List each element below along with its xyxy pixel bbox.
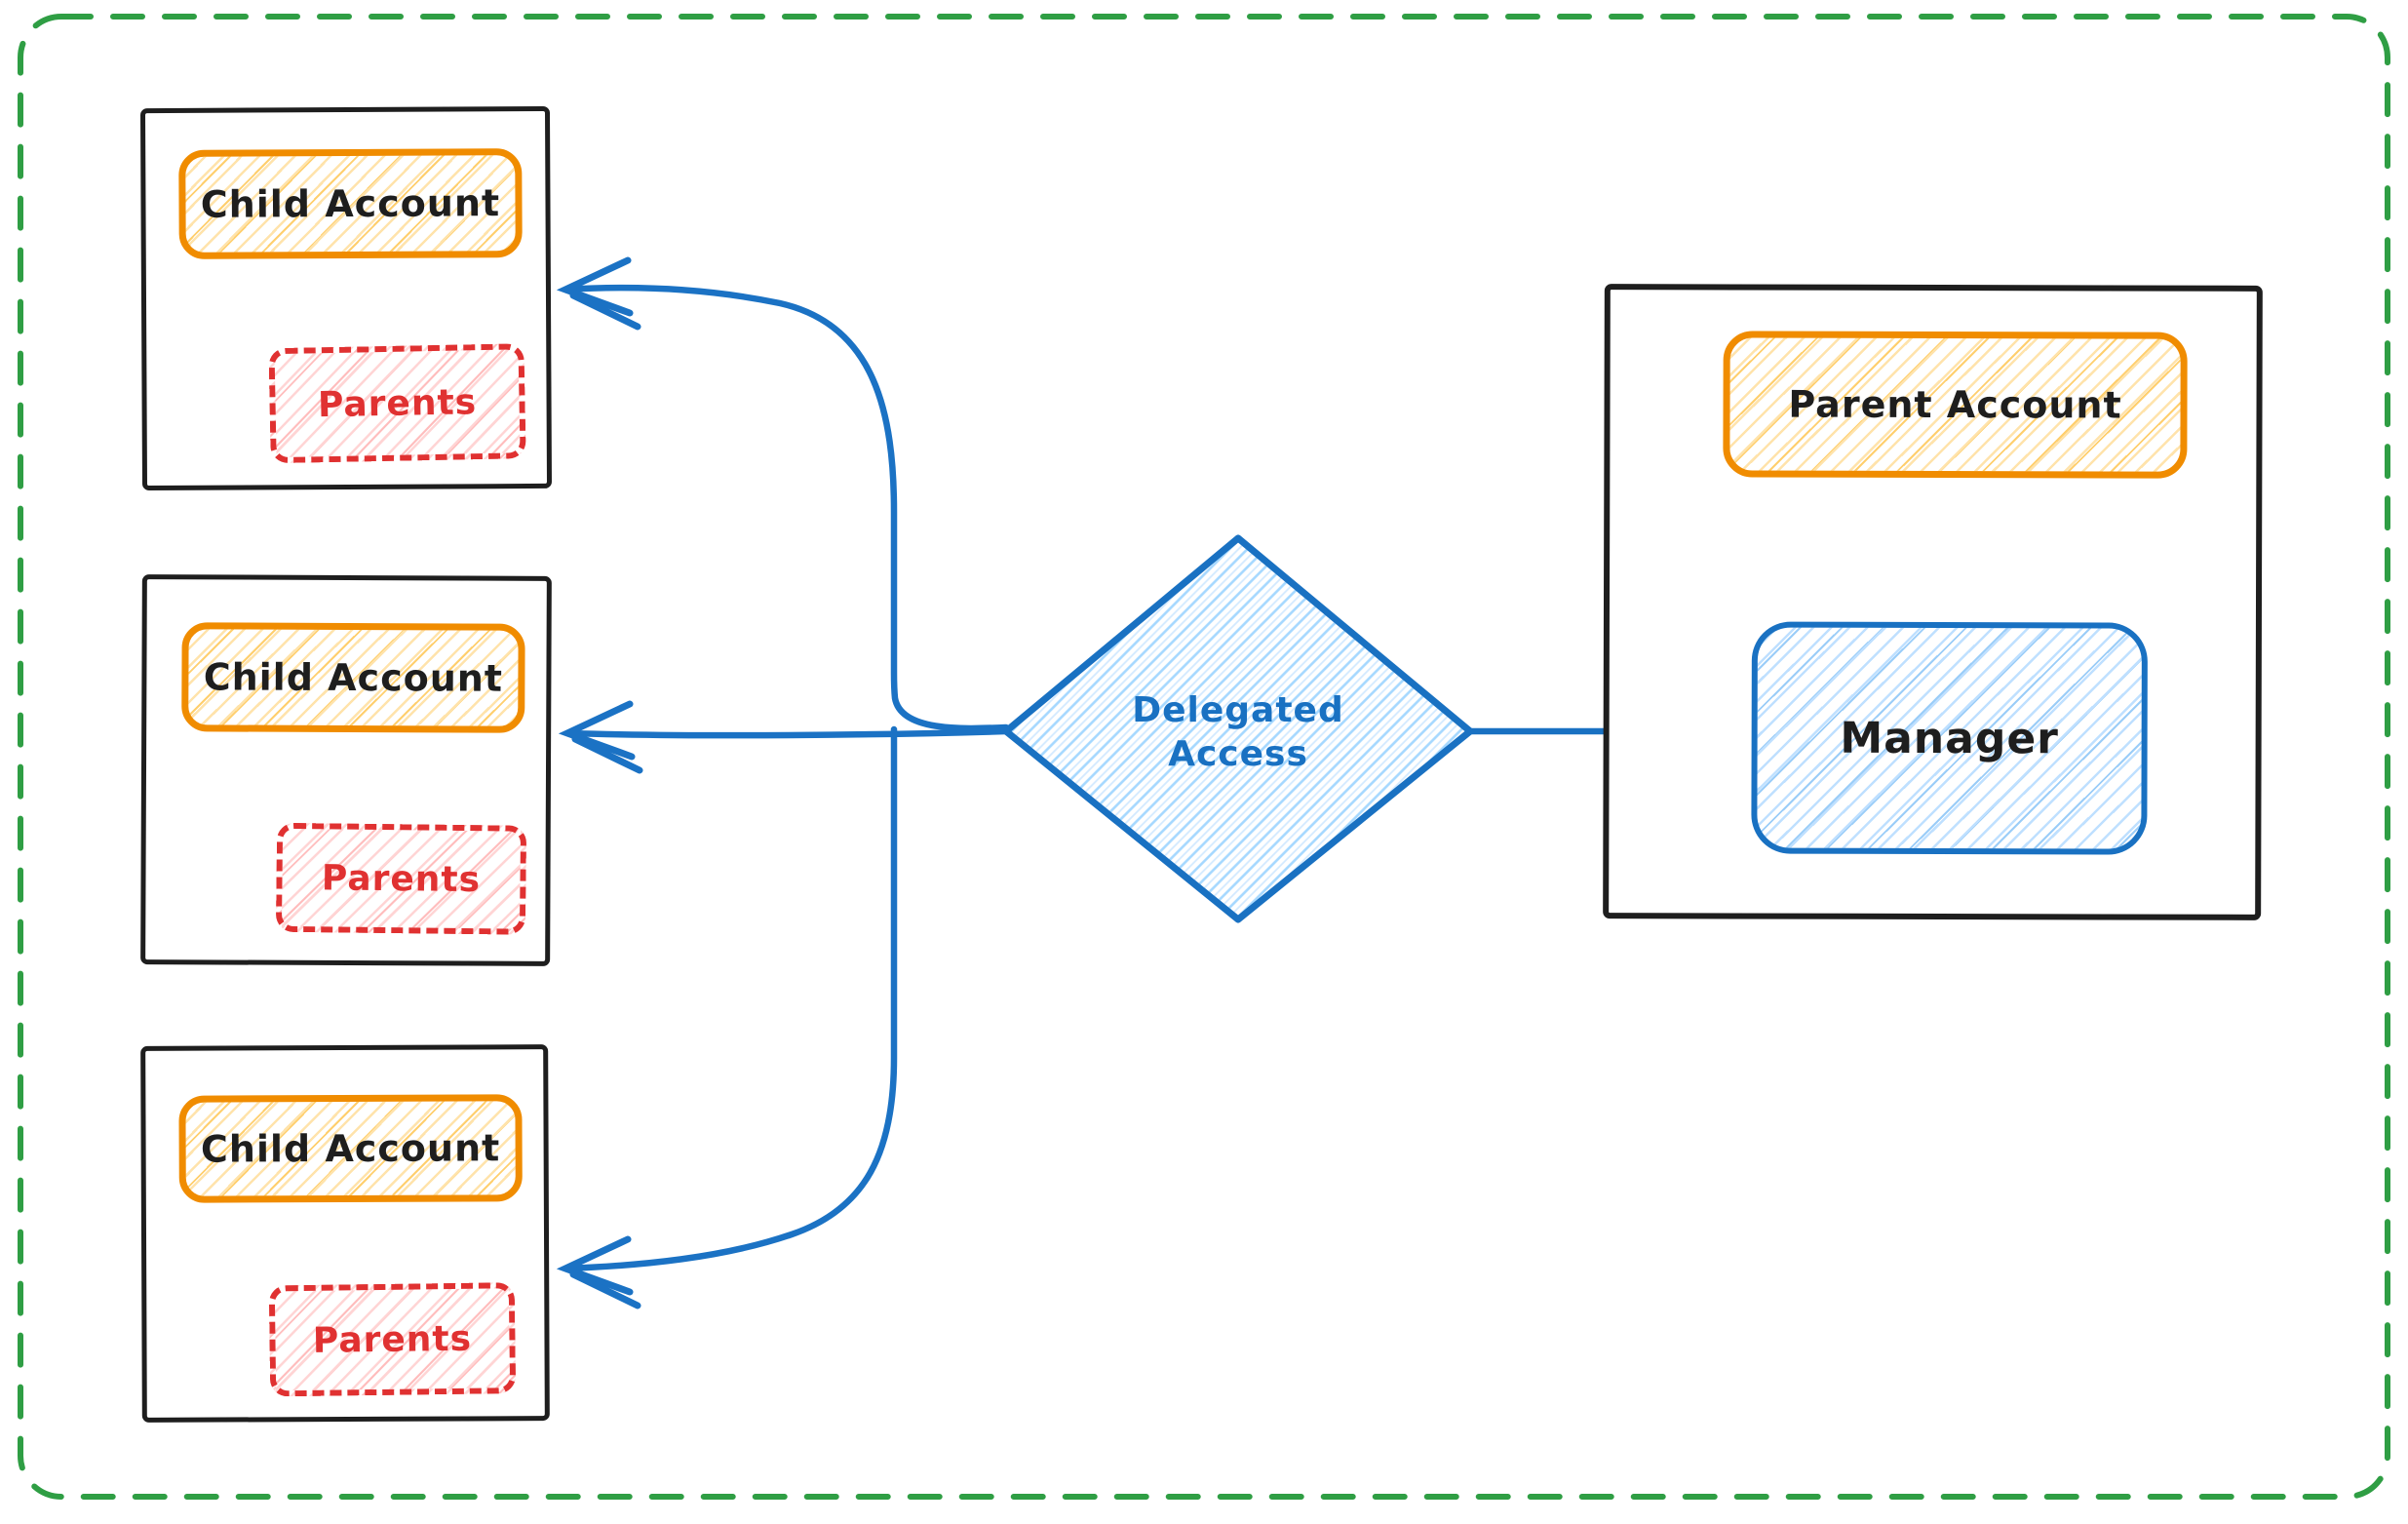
parent-account-label[interactable]: Parent Account: [1723, 331, 2188, 479]
child-account-label-3[interactable]: Child Account: [178, 1094, 523, 1203]
child-account-box-2[interactable]: Child Account Parents: [140, 574, 552, 966]
parents-label-1-text: Parents: [317, 381, 478, 425]
child-account-box-3[interactable]: Child Account Parents: [140, 1044, 550, 1423]
parent-account-label-text: Parent Account: [1788, 382, 2122, 427]
child-account-label-2[interactable]: Child Account: [181, 622, 525, 733]
parents-label-3-text: Parents: [312, 1318, 473, 1361]
child-account-label-3-text: Child Account: [200, 1126, 501, 1171]
parent-account-box[interactable]: Parent Account Manager: [1603, 284, 2263, 920]
arrow-to-child-1[interactable]: [556, 256, 1010, 732]
parents-box-1[interactable]: Parents: [268, 343, 526, 464]
child-account-label-1[interactable]: Child Account: [178, 148, 523, 259]
parents-label-2-text: Parents: [321, 857, 482, 900]
child-account-box-1[interactable]: Child Account Parents: [139, 105, 553, 491]
parents-box-3[interactable]: Parents: [268, 1282, 517, 1397]
manager-box[interactable]: Manager: [1751, 621, 2148, 855]
child-account-label-2-text: Child Account: [203, 655, 504, 700]
arrow-to-child-2[interactable]: [558, 700, 1010, 774]
green-dashed-border[interactable]: [18, 14, 2390, 1500]
arrow-to-child-3[interactable]: [556, 725, 898, 1309]
manager-label-text: Manager: [1840, 713, 2059, 763]
delegated-access-diamond[interactable]: [1002, 534, 1474, 923]
parents-box-2[interactable]: Parents: [275, 822, 527, 935]
child-account-label-1-text: Child Account: [200, 181, 501, 226]
